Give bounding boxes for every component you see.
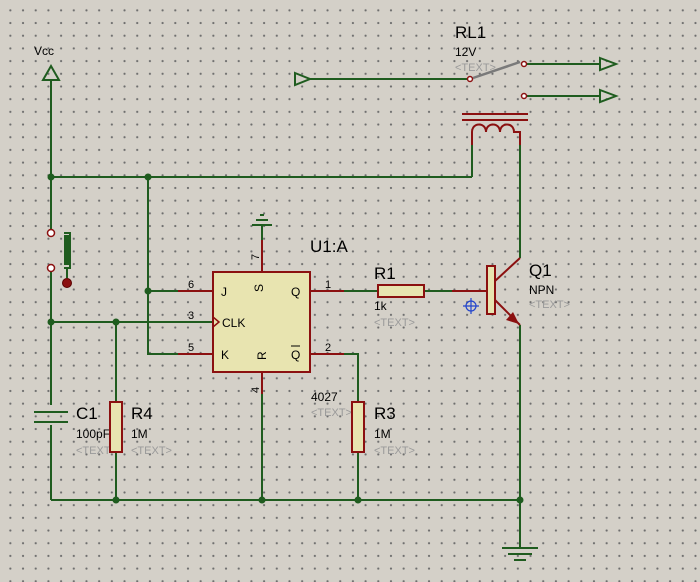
wire-qbar-r3	[344, 353, 359, 402]
rl1-ref: RL1	[455, 23, 486, 42]
terminal-relay-input[interactable]	[294, 71, 313, 87]
c1-value: 100pF	[76, 427, 110, 441]
q1-ref: Q1	[529, 261, 552, 280]
crosshair-cursor-icon	[463, 298, 479, 314]
pin-s-label: S	[252, 284, 266, 292]
q1-text: <TEXT>	[529, 299, 570, 311]
terminal-arrow-icon	[599, 56, 619, 72]
pin-clk-label: CLK	[222, 316, 245, 330]
r4-value: 1M	[131, 427, 148, 441]
junctions	[47, 173, 524, 504]
resistor-r1[interactable]: R1 1k <TEXT>	[374, 264, 425, 329]
r3-text: <TEXT>	[374, 445, 415, 457]
c1-text: <TEXT>	[76, 445, 117, 457]
r3-ref: R3	[374, 404, 396, 423]
relay-armature-icon	[472, 60, 521, 80]
resistor-r4[interactable]: R4 1M <TEXT>	[109, 401, 172, 457]
resistor-body-icon	[351, 401, 365, 453]
relay-contact-icon	[520, 92, 528, 100]
junction-dot	[112, 496, 120, 504]
ground-symbol-set	[252, 214, 272, 226]
pin-r-number: 4	[250, 387, 262, 393]
pin-qbar-label: Q	[291, 348, 300, 362]
pin-j-number: 6	[188, 279, 194, 291]
relay-contact-icon	[520, 60, 528, 68]
vcc-label: Vcc	[34, 44, 54, 58]
ground-symbol-main	[502, 547, 538, 561]
relay-contact-icon	[466, 75, 474, 83]
junction-dot	[144, 173, 152, 181]
r3-value: 1M	[374, 427, 391, 441]
ic-body	[212, 271, 311, 373]
u1-part: 4027	[311, 390, 338, 404]
flip-flop-u1a[interactable]: J CLK K S R Q Q 6 3 5 7 4 1 2 U1:A 4027 …	[178, 237, 352, 419]
rl1-text: <TEXT>	[455, 62, 496, 74]
r4-text: <TEXT>	[131, 445, 172, 457]
switch-contact-icon	[46, 228, 56, 238]
resistor-r3[interactable]: R3 1M <TEXT>	[351, 401, 415, 457]
junction-dot	[258, 496, 266, 504]
vcc-terminal[interactable]: Vcc	[34, 44, 61, 81]
junction-dot	[112, 318, 120, 326]
u1-ref: U1:A	[310, 237, 348, 256]
transistor-base-icon	[486, 265, 496, 315]
collector-lead-icon	[494, 257, 521, 282]
junction-dot	[144, 287, 152, 295]
terminal-relay-output-2[interactable]	[599, 88, 619, 104]
vcc-arrow-icon	[41, 63, 61, 81]
r1-text: <TEXT>	[374, 317, 415, 329]
clock-triangle-icon	[212, 316, 221, 328]
u1-text: <TEXT>	[311, 407, 352, 419]
pin-q-label: Q	[291, 285, 300, 299]
switch-plunger-icon	[64, 235, 71, 265]
terminal-arrow-icon	[294, 71, 313, 87]
relay-rl1[interactable]: RL1 12V <TEXT>	[455, 23, 528, 145]
pin-j-label: J	[221, 285, 227, 299]
rl1-value: 12V	[455, 45, 476, 59]
wire-k-net	[147, 177, 178, 355]
capacitor-c1[interactable]: C1 100pF <TEXT>	[34, 404, 117, 457]
pin-r-label: R	[255, 351, 269, 360]
junction-dot	[516, 496, 524, 504]
junction-dot	[47, 318, 55, 326]
wires	[50, 63, 600, 548]
terminal-relay-output-1[interactable]	[599, 56, 619, 72]
r4-ref: R4	[131, 404, 153, 423]
emitter-arrow-icon	[506, 312, 519, 324]
switch-probe-icon	[62, 278, 72, 288]
push-button-switch[interactable]	[46, 228, 72, 288]
pin-clk-number: 3	[188, 310, 194, 322]
r1-ref: R1	[374, 264, 396, 283]
resistor-body-icon	[109, 401, 123, 453]
q1-value: NPN	[529, 283, 554, 297]
pin-k-number: 5	[188, 342, 194, 354]
junction-dot	[354, 496, 362, 504]
c1-ref: C1	[76, 404, 98, 423]
transistor-q1[interactable]: Q1 NPN <TEXT>	[452, 257, 570, 326]
resistor-body-icon	[377, 284, 425, 298]
pin-q-number: 1	[325, 279, 331, 291]
terminal-arrow-icon	[599, 88, 619, 104]
relay-coil-icon	[471, 123, 521, 145]
pin-s-number: 7	[250, 254, 262, 260]
r1-value: 1k	[374, 299, 388, 313]
junction-dot	[47, 173, 55, 181]
pin-qbar-number: 2	[325, 342, 331, 354]
switch-contact-icon	[46, 263, 56, 273]
pin-k-label: K	[221, 348, 229, 362]
